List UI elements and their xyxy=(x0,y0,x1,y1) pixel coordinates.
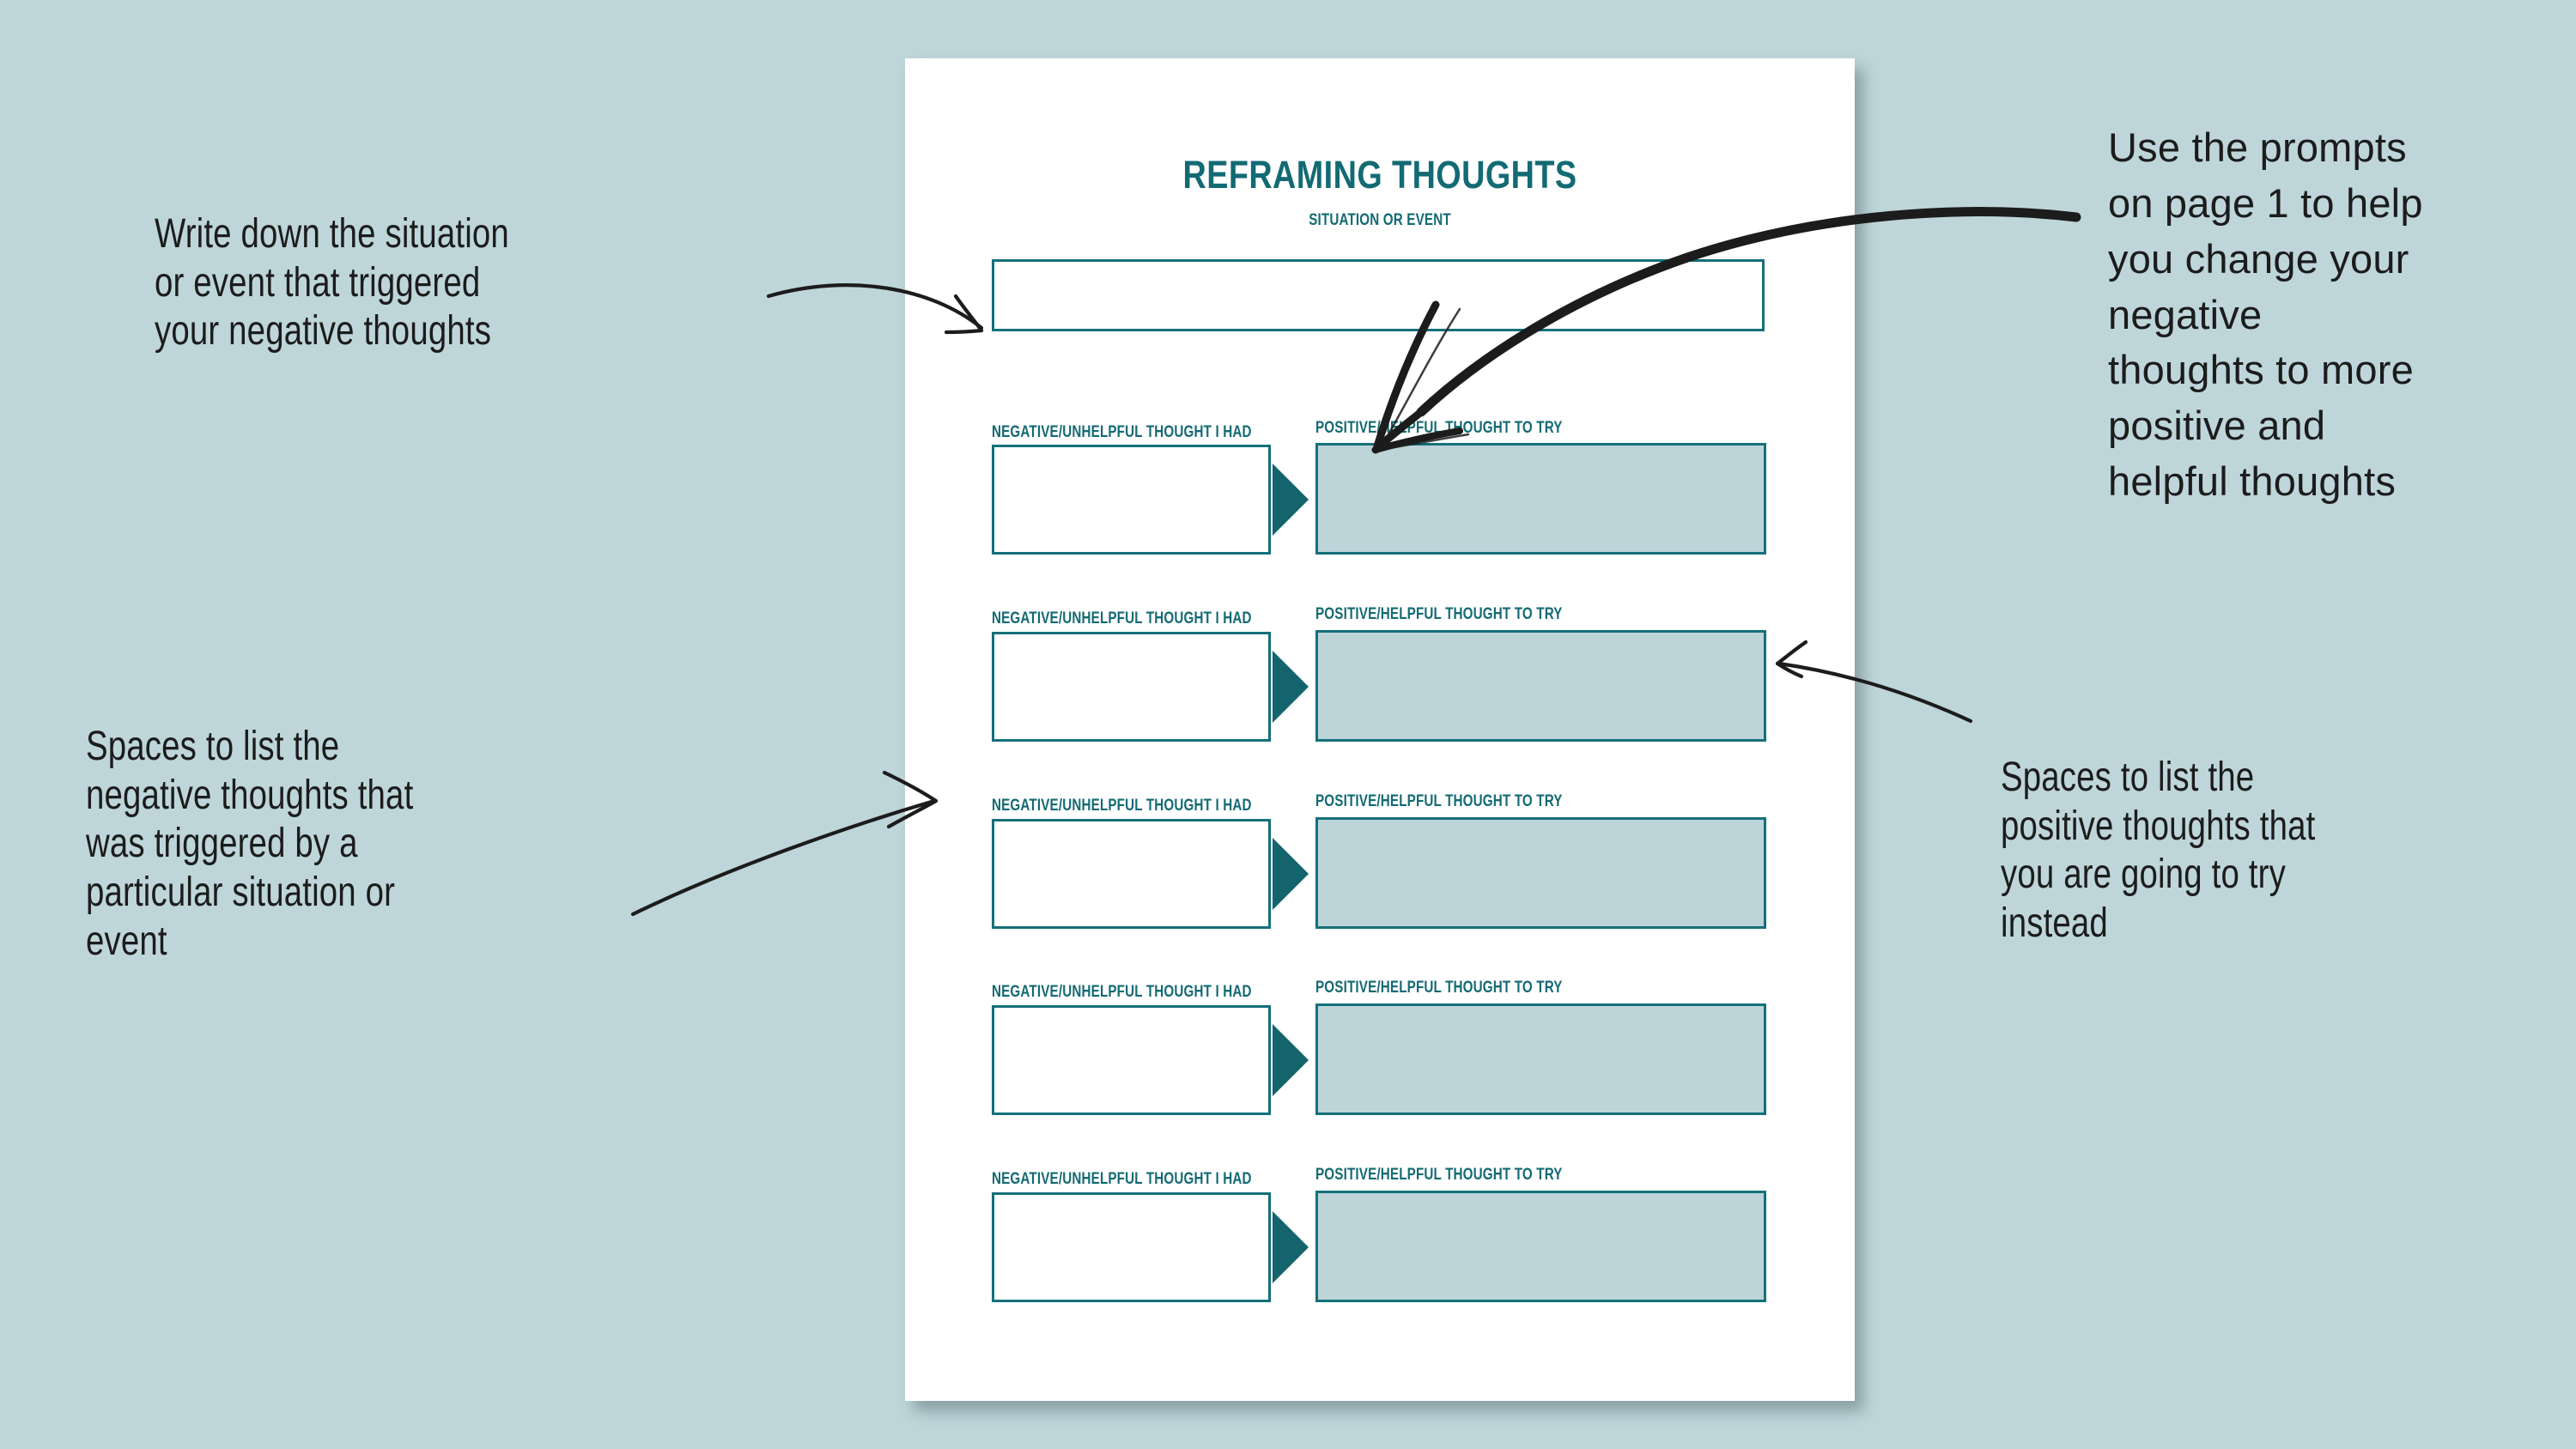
row-2-negative-label: NEGATIVE/UNHELPFUL THOUGHT I HAD xyxy=(992,609,1252,627)
row-5-negative-input[interactable] xyxy=(992,1192,1271,1302)
situation-input[interactable] xyxy=(992,259,1765,331)
row-1-negative-label: NEGATIVE/UNHELPFUL THOUGHT I HAD xyxy=(992,423,1252,441)
row-1-positive-label: POSITIVE/HELPFUL THOUGHT TO TRY xyxy=(1315,419,1563,437)
row-4-negative-input[interactable] xyxy=(992,1005,1271,1115)
annotation-situation-note: Write down the situation or event that t… xyxy=(155,211,509,355)
annotation-positive-note: Spaces to list the positive thoughts tha… xyxy=(2001,755,2316,946)
row-4-positive-input[interactable] xyxy=(1315,1003,1766,1115)
row-3-positive-input[interactable] xyxy=(1315,817,1766,929)
row-3-chevron-right-icon xyxy=(1273,838,1309,910)
row-1-positive-input[interactable] xyxy=(1315,443,1766,555)
row-3-positive-label: POSITIVE/HELPFUL THOUGHT TO TRY xyxy=(1315,792,1563,810)
arrow-to-negative-column xyxy=(630,770,939,917)
row-2-positive-input[interactable] xyxy=(1315,630,1766,742)
row-4-negative-label: NEGATIVE/UNHELPFUL THOUGHT I HAD xyxy=(992,983,1252,1001)
situation-label: SITUATION OR EVENT xyxy=(1309,211,1451,229)
row-5-positive-input[interactable] xyxy=(1315,1191,1766,1302)
row-2-chevron-right-icon xyxy=(1273,651,1309,723)
row-1-negative-input[interactable] xyxy=(992,445,1271,555)
row-4-chevron-right-icon xyxy=(1273,1024,1309,1096)
row-5-chevron-right-icon xyxy=(1273,1211,1309,1283)
annotation-prompts-note: Use the prompts on page 1 to help you ch… xyxy=(2108,124,2423,505)
row-5-positive-label: POSITIVE/HELPFUL THOUGHT TO TRY xyxy=(1315,1166,1563,1184)
row-2-negative-input[interactable] xyxy=(992,632,1271,742)
row-5-negative-label: NEGATIVE/UNHELPFUL THOUGHT I HAD xyxy=(992,1170,1252,1188)
row-4-positive-label: POSITIVE/HELPFUL THOUGHT TO TRY xyxy=(1315,979,1563,997)
row-1-chevron-right-icon xyxy=(1273,464,1309,536)
worksheet-page: REFRAMING THOUGHTS SITUATION OR EVENT NE… xyxy=(905,58,1855,1401)
annotation-negative-note: Spaces to list the negative thoughts tha… xyxy=(86,724,414,964)
row-2-positive-label: POSITIVE/HELPFUL THOUGHT TO TRY xyxy=(1315,605,1563,623)
row-3-negative-label: NEGATIVE/UNHELPFUL THOUGHT I HAD xyxy=(992,797,1252,815)
row-3-negative-input[interactable] xyxy=(992,819,1271,929)
page-title: REFRAMING THOUGHTS xyxy=(1182,153,1577,197)
